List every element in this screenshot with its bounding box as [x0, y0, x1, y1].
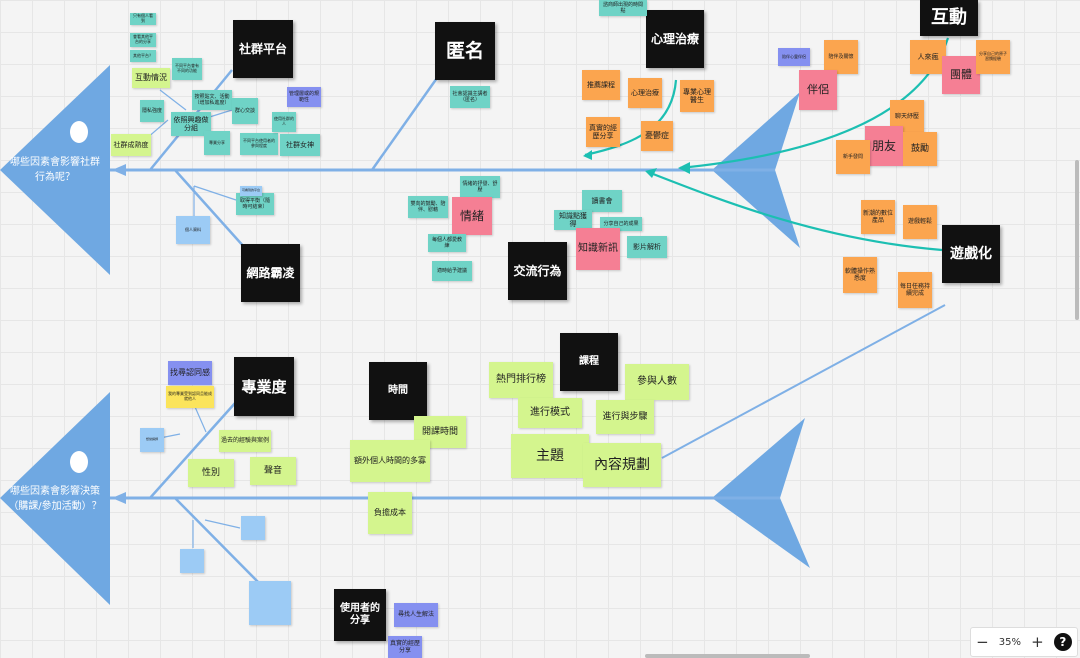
fishbone-2-tail [712, 418, 810, 568]
sticky-note-canyu-renshu[interactable]: 參與人數 [625, 364, 689, 400]
sticky-note-n-o3[interactable]: 分享自己的原子習慣經驗 [976, 40, 1010, 74]
sticky-note-zhuti[interactable]: 主題 [511, 434, 589, 478]
fishbone-2-head [0, 392, 110, 605]
sticky-note-guli[interactable]: 鼓勵 [903, 132, 937, 166]
sticky-note-n-b3[interactable] [180, 549, 204, 573]
sticky-note-zhao-renting[interactable]: 找尋認同感 [168, 361, 212, 385]
sticky-note-yingpian-jiexi[interactable]: 影片解析 [627, 236, 667, 258]
sticky-note-remen-paihang[interactable]: 熱門排行榜 [489, 362, 553, 398]
sticky-note-n-y1[interactable]: 我的專業受到認同且能成就他人 [166, 386, 214, 408]
sticky-note-shijian[interactable]: 時間 [369, 362, 427, 420]
fishbone-2-question: 哪些因素會影響決策（購課/參加活動）？ [8, 486, 102, 512]
vertical-scrollbar[interactable] [1075, 160, 1079, 320]
sticky-note-wangluo-baling[interactable]: 網路霸凌 [241, 244, 300, 302]
zoom-out-button[interactable]: − [976, 633, 989, 651]
sticky-note-meiri-renwu[interactable]: 每日任務持續完成 [898, 272, 932, 308]
zoom-control: − 35% + ? [970, 627, 1078, 657]
sticky-note-zhishidian[interactable]: 知識點獲得 [554, 210, 592, 230]
sticky-note-zhuanyedu[interactable]: 專業度 [234, 357, 294, 416]
sticky-note-shiyongzhe-fenxiang[interactable]: 使用者的分享 [334, 589, 386, 641]
fishbone-1-arrowhead [112, 164, 126, 176]
sticky-note-ewai-geren[interactable]: 額外個人時間的多寡 [350, 440, 430, 482]
sticky-note-n-s6[interactable]: 群心交談 [232, 98, 258, 124]
sticky-note-n-b4[interactable] [249, 581, 291, 625]
sticky-note-jinxing-moshi[interactable]: 進行模式 [518, 398, 582, 428]
sticky-note-n-s7[interactable]: 專業分享 [204, 131, 230, 155]
sticky-note-shengyin[interactable]: 聲音 [250, 457, 296, 485]
sticky-note-tuanti[interactable]: 團體 [942, 56, 980, 94]
sticky-note-hudong[interactable]: 互動 [920, 0, 978, 36]
sticky-note-neirong-guihua[interactable]: 內容規劃 [583, 443, 661, 487]
sticky-note-fudan-chengben[interactable]: 負擔成本 [368, 492, 412, 534]
sticky-note-guanli[interactable]: 管理層或的規範性 [287, 87, 321, 107]
fishbone-1-head [0, 65, 110, 275]
sticky-note-n-s3[interactable]: 其他平台？ [130, 50, 156, 62]
help-icon[interactable]: ? [1053, 633, 1072, 651]
sticky-note-n-s14[interactable]: 每個人都愛教練 [428, 234, 466, 252]
sticky-note-n-s4[interactable]: 不同平台會有不同的功能 [172, 58, 202, 80]
sticky-note-zhenshi-jingli-2[interactable]: 真實的經歷分享 [388, 636, 422, 658]
horizontal-scrollbar[interactable] [645, 654, 810, 658]
sticky-note-qingxu-shufa[interactable]: 情緒的抒發、舒壓 [460, 176, 500, 198]
sticky-note-guoqu-jingli[interactable]: 過去的經驗與案例 [219, 430, 271, 452]
sticky-note-zhishi-xinwen[interactable]: 知識新訊 [576, 228, 620, 270]
fishbone-2-arrowhead [112, 492, 126, 504]
sticky-note-xinli-zhiliao[interactable]: 心理治療 [646, 10, 704, 68]
sticky-note-xingbie[interactable]: 性別 [188, 459, 234, 487]
sticky-note-xinli-zhiliao-2[interactable]: 心理治療 [628, 78, 662, 108]
sticky-note-n-s12[interactable]: 可看到的平台 [240, 186, 262, 196]
sticky-note-kecheng[interactable]: 課程 [560, 333, 618, 391]
sticky-note-n-b2[interactable] [241, 516, 265, 540]
sticky-note-n-s8[interactable]: 不同平台使用者的參與程度 [240, 133, 278, 155]
sticky-note-renlaifeng[interactable]: 人來瘋 [910, 40, 946, 74]
sticky-note-youyuzheng[interactable]: 憂鬱症 [641, 121, 673, 151]
sticky-note-xinqi-shuwei[interactable]: 新潮的數位產品 [861, 200, 895, 234]
sticky-note-n-s11[interactable]: 取得平衡（隨時可結束） [236, 193, 274, 215]
sticky-note-n-s1[interactable]: 只有個人看到 [130, 13, 156, 25]
zoom-in-button[interactable]: + [1031, 633, 1044, 651]
sticky-note-n-s9[interactable]: 使用社群的人 [272, 112, 296, 132]
sticky-note-qingxu[interactable]: 情緒 [452, 197, 492, 235]
sticky-note-n-s16[interactable]: 分享自己的成果 [600, 217, 642, 231]
sticky-note-youxihua[interactable]: 遊戲化 [942, 225, 1000, 283]
sticky-note-zhenshi-jingxing[interactable]: 真實的經歷分享 [586, 117, 620, 147]
sticky-note-youxi-qingsong[interactable]: 遊戲輕鬆 [903, 205, 937, 239]
sticky-note-zhuanye-yisheng[interactable]: 專業心理醫生 [680, 80, 714, 112]
sticky-note-jiaoliu-xingwei[interactable]: 交流行為 [508, 242, 567, 300]
sticky-note-n-s13[interactable]: 雙向的鼓勵、陪伴、慰藉 [408, 196, 448, 218]
sticky-note-banlv[interactable]: 伴侶 [799, 70, 837, 110]
sticky-note-xunzhao-rensheng[interactable]: 尋找人生解法 [394, 603, 438, 627]
sticky-note-n-o2[interactable]: 陪伴及關懷 [824, 40, 858, 74]
sticky-note-n-b1[interactable]: 想當講師 [140, 428, 164, 452]
sticky-note-dushuhui[interactable]: 讀書會 [582, 190, 622, 212]
sticky-note-n-s10[interactable]: 個人資料 [176, 216, 210, 244]
sticky-note-yinsi[interactable]: 隱私強度 [140, 100, 164, 122]
sticky-note-shequn-pingtai[interactable]: 社群平台 [233, 20, 293, 78]
sticky-note-n-s5[interactable]: 按照貼文、活動（增加私進度） [192, 90, 232, 110]
sticky-note-xinshou-fasong[interactable]: 新手發問 [836, 140, 870, 174]
zoom-level: 35% [998, 636, 1022, 648]
sticky-note-hudong-qingkuang[interactable]: 互動情況 [132, 68, 170, 88]
sticky-note-shequn-nvshen[interactable]: 社群女神 [280, 134, 320, 156]
sticky-note-n-s2[interactable]: 會看其他平台的分享 [130, 33, 156, 47]
sticky-note-ruanti-caozuo[interactable]: 軟體操作熟悉度 [843, 257, 877, 293]
sticky-note-n-niming[interactable]: 社會認識主講者（匿名） [450, 86, 490, 108]
sticky-note-n-o1[interactable]: 陪伴心靈伴侶 [778, 48, 810, 66]
sticky-note-n-s15[interactable]: 適時給予建議 [432, 261, 472, 281]
sticky-note-jinxing-buzhou[interactable]: 進行與步驟 [596, 400, 654, 434]
sticky-note-shequn-chengshudu[interactable]: 社群成熟度 [111, 134, 151, 156]
connector-gamification [647, 170, 943, 252]
sticky-note-niming[interactable]: 匿名 [435, 22, 495, 80]
fishbone-2-eye [70, 451, 88, 473]
fishbone-1-question: 哪些因素會影響社群行為呢？ [10, 157, 100, 183]
fishbone-1-eye [70, 121, 88, 143]
sticky-note-tuijian-kecheng[interactable]: 推薦課程 [582, 70, 620, 100]
sticky-note-pengyou[interactable]: 朋友 [865, 126, 903, 166]
sticky-note-n-top[interactable]: 諮商師出現的時間點 [599, 0, 647, 16]
